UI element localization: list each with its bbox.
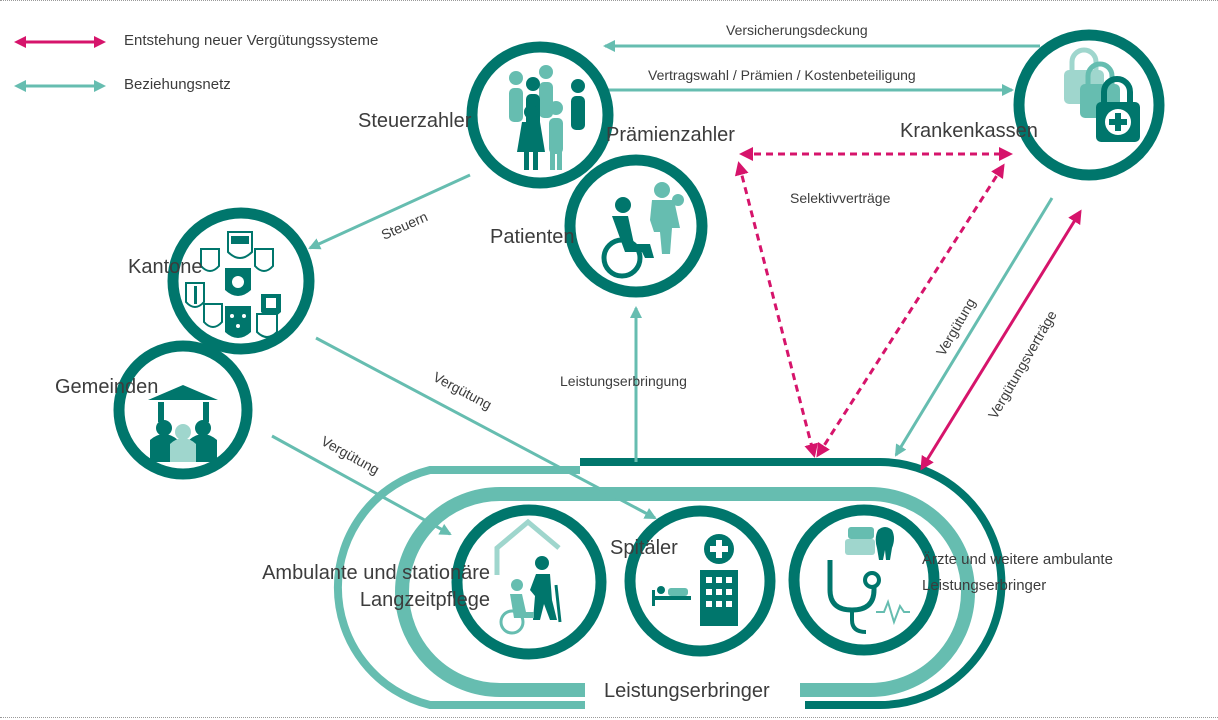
canton-shields-icon xyxy=(185,231,281,338)
top-dotted-border xyxy=(0,0,1218,1)
arrow-verguetung-kantone xyxy=(315,336,657,520)
edge-label-verguetung-kantone: Vergütung xyxy=(431,369,495,413)
aerzte-label-line1: Ärzte und weitere ambulante xyxy=(922,551,1113,568)
arrow-selektivvertraege-right xyxy=(816,163,1005,458)
magenta-arrows xyxy=(734,147,1082,471)
steuerzahler-label: Steuerzahler xyxy=(358,110,472,132)
kantone-label: Kantone xyxy=(128,256,203,278)
arrow-verguetung-kassen xyxy=(894,197,1054,457)
edge-label-leistungserbringung: Leistungserbringung xyxy=(560,373,687,389)
legend-label-network: Beziehungsnetz xyxy=(124,76,231,93)
legend: Entstehung neuer Vergütungssysteme Bezie… xyxy=(14,30,474,118)
legend-item-network: Beziehungsnetz xyxy=(14,74,474,118)
people-group-icon xyxy=(509,65,585,170)
spitaeler-node xyxy=(624,505,776,657)
aerzte-node xyxy=(788,504,940,656)
langzeitpflege-label-line2: Langzeitpflege xyxy=(360,589,490,611)
kantone-node xyxy=(167,207,315,355)
edge-label-verguetungsvertraege: Vergütungsverträge xyxy=(985,307,1060,421)
teal-double-arrow-icon xyxy=(14,80,106,92)
arrow-selektivvertraege-left xyxy=(734,161,819,458)
praemienzahler-label: Prämienzahler xyxy=(606,124,735,146)
hospital-icon xyxy=(652,534,738,626)
edge-label-selektivvertraege: Selektivverträge xyxy=(790,190,891,206)
patienten-node xyxy=(564,154,708,298)
arrow-verguetung-gemeinden xyxy=(271,434,452,536)
spitaeler-label: Spitäler xyxy=(610,537,678,559)
aerzte-label-line2: Leistungserbringer xyxy=(922,577,1046,594)
leistungserbringer-band xyxy=(333,458,1006,709)
magenta-double-arrow-icon xyxy=(14,36,106,48)
insurance-lock-icon xyxy=(1064,47,1140,142)
stethoscope-icon xyxy=(827,527,910,634)
langzeitpflege-label-line1: Ambulante und stationäre xyxy=(262,562,490,584)
community-building-icon xyxy=(148,385,218,462)
steuerzahler-node xyxy=(466,41,614,189)
legend-item-new-systems: Entstehung neuer Vergütungssysteme xyxy=(14,30,474,74)
gemeinden-label: Gemeinden xyxy=(55,376,158,398)
edge-label-vertragswahl: Vertragswahl / Prämien / Kostenbeteiligu… xyxy=(648,67,916,83)
edge-label-versicherungsdeckung: Versicherungsdeckung xyxy=(726,22,868,38)
care-home-icon xyxy=(494,518,562,635)
edge-label-verguetung-gemeinden: Vergütung xyxy=(319,433,383,478)
patienten-label: Patienten xyxy=(490,226,575,248)
legend-label-new-systems: Entstehung neuer Vergütungssysteme xyxy=(124,32,379,49)
leistungserbringer-label: Leistungserbringer xyxy=(604,680,770,702)
arrow-steuern xyxy=(308,173,471,250)
krankenkassen-node xyxy=(1013,29,1165,181)
krankenkassen-label: Krankenkassen xyxy=(900,120,1038,142)
arrow-verguetungsvertraege xyxy=(920,209,1082,471)
langzeitpflege-node xyxy=(451,504,607,660)
gemeinden-node xyxy=(113,340,253,480)
edge-label-verguetung-kassen: Vergütung xyxy=(933,295,979,358)
wheelchair-icon xyxy=(601,182,684,279)
bottom-dotted-border xyxy=(0,717,1218,718)
